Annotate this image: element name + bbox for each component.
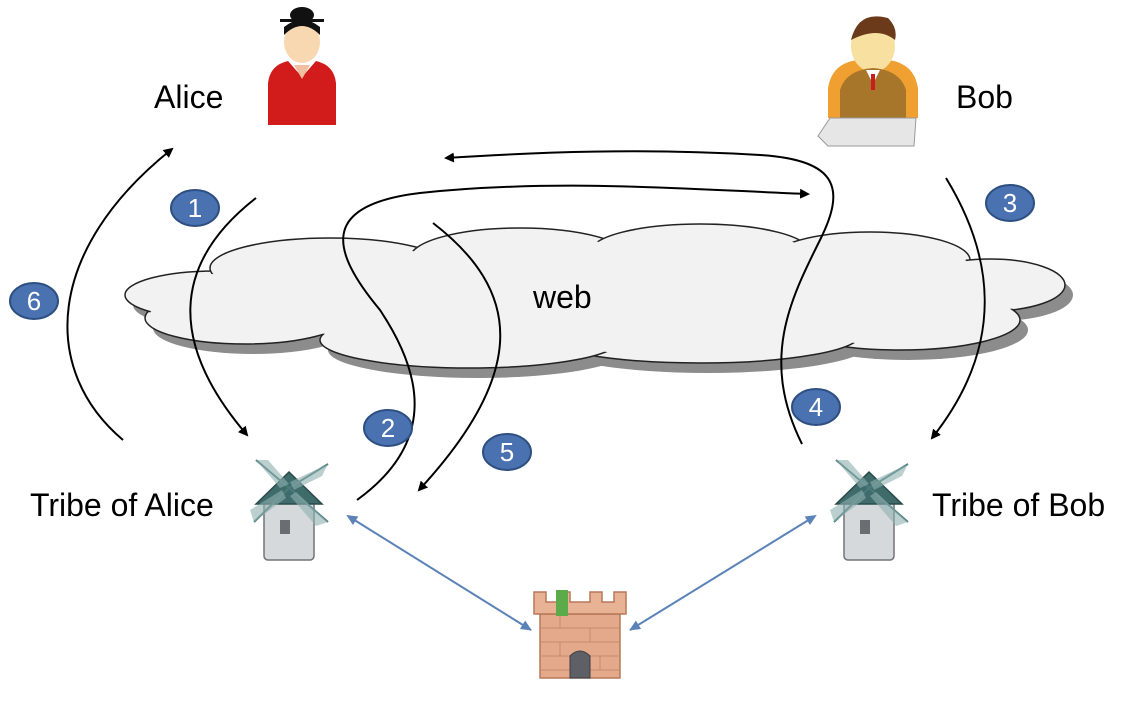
- svg-text:4: 4: [809, 392, 823, 422]
- tribe-bob-label: Tribe of Bob: [932, 487, 1105, 523]
- castle-icon: [533, 590, 627, 679]
- flow-arrow-5: [417, 222, 502, 492]
- step-badge-4: 4: [791, 388, 841, 426]
- windmill-icon: [250, 459, 329, 561]
- step-badges: 1 2 3 4 5 6: [9, 184, 1035, 471]
- step-badge-2: 2: [363, 409, 413, 447]
- svg-text:3: 3: [1003, 188, 1017, 218]
- flow-arrow-6: [66, 147, 174, 441]
- link-alice-tribe-castle: [346, 514, 532, 631]
- svg-text:5: 5: [500, 437, 514, 467]
- step-badge-5: 5: [482, 433, 532, 471]
- alice-label: Alice: [154, 79, 223, 115]
- bob-person-icon: [817, 16, 918, 147]
- flow-arrow-4: [444, 150, 835, 445]
- bob-label: Bob: [956, 79, 1013, 115]
- castle-links: [346, 514, 817, 631]
- windmill-icon: [830, 459, 909, 561]
- web-cloud: web: [124, 223, 1073, 378]
- flow-arrows: [66, 147, 986, 501]
- step-badge-3: 3: [985, 184, 1035, 222]
- flow-arrow-3: [930, 177, 986, 440]
- step-badge-6: 6: [9, 282, 59, 320]
- alice-person-icon: [268, 7, 336, 125]
- svg-text:1: 1: [188, 193, 202, 223]
- svg-text:6: 6: [27, 286, 41, 316]
- link-bob-tribe-castle: [629, 514, 817, 631]
- step-badge-1: 1: [170, 189, 220, 227]
- flow-arrow-1: [189, 197, 257, 437]
- web-label: web: [532, 279, 592, 315]
- svg-text:2: 2: [381, 413, 395, 443]
- flow-arrow-2: [342, 184, 810, 501]
- tribe-alice-label: Tribe of Alice: [30, 487, 214, 523]
